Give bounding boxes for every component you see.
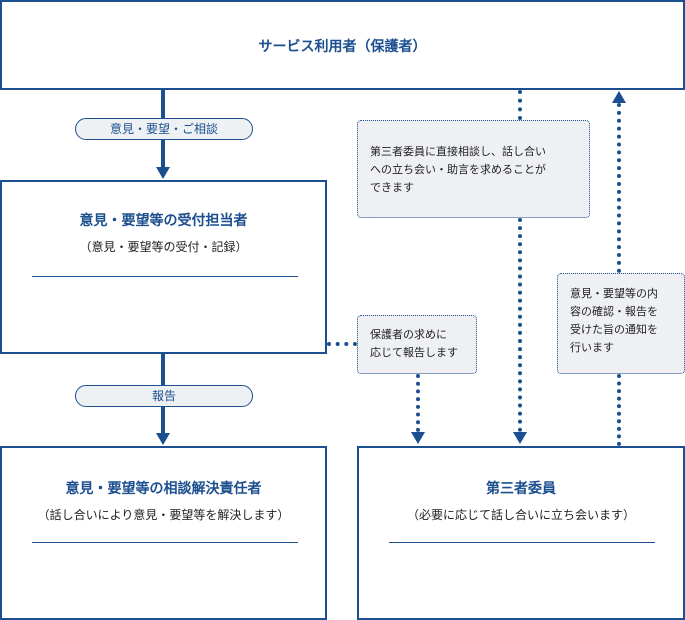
dotted-line-guardian-vertical xyxy=(416,374,420,432)
note-notice-line3: 受けた旨の通知を xyxy=(570,323,658,336)
service-user-box: サービス利用者（保護者） xyxy=(0,0,685,90)
arrow-to-resolution xyxy=(156,433,170,445)
third-party-divider xyxy=(389,542,655,543)
note-notice-line1: 意見・要望等の内 xyxy=(570,287,658,300)
report-pill: 報告 xyxy=(75,385,253,407)
third-party-title: 第三者委員 xyxy=(486,481,556,497)
note-notice: 意見・要望等の内 容の確認・報告を 受けた旨の通知を 行います xyxy=(557,273,685,374)
resolution-title: 意見・要望等の相談解決責任者 xyxy=(65,481,262,497)
note-guardian-line2: 応じて報告します xyxy=(370,346,458,359)
reception-box: 意見・要望等の受付担当者 （意見・要望等の受付・記録） xyxy=(0,180,327,354)
note-notice-line4: 行います xyxy=(570,341,614,354)
arrow-to-reception xyxy=(156,167,170,179)
resolution-box: 意見・要望等の相談解決責任者 （話し合いにより意見・要望等を解決します） xyxy=(0,446,327,620)
reception-subtitle: （意見・要望等の受付・記録） xyxy=(79,240,248,254)
dotted-line-notice-top xyxy=(617,103,621,273)
note-direct-consult-line2: への立ち会い・助言を求めることが xyxy=(370,163,546,176)
reception-title: 意見・要望等の受付担当者 xyxy=(79,213,248,229)
note-notice-line2: 容の確認・報告を xyxy=(570,305,658,318)
dotted-line-notice-bottom xyxy=(617,374,621,446)
resolution-subtitle: （話し合いにより意見・要望等を解決します） xyxy=(37,508,290,522)
consult-pill: 意見・要望・ご相談 xyxy=(75,118,253,140)
arrow-notice xyxy=(612,91,626,103)
note-guardian-line1: 保護者の求めに xyxy=(370,328,447,341)
dotted-line-guardian-horizontal xyxy=(327,342,357,346)
dotted-line-direct-consult-bottom xyxy=(518,218,522,432)
service-user-title: サービス利用者（保護者） xyxy=(258,39,427,55)
third-party-box: 第三者委員 （必要に応じて話し合いに立ち会います） xyxy=(357,446,685,620)
arrow-direct-consult xyxy=(513,432,527,444)
reception-divider xyxy=(32,276,298,277)
note-direct-consult: 第三者委員に直接相談し、話し合い への立ち会い・助言を求めることが できます xyxy=(357,120,590,218)
arrow-guardian-request xyxy=(411,432,425,444)
note-direct-consult-line1: 第三者委員に直接相談し、話し合い xyxy=(370,145,546,158)
third-party-subtitle: （必要に応じて話し合いに立ち会います） xyxy=(406,508,635,522)
note-guardian-request: 保護者の求めに 応じて報告します xyxy=(357,315,477,374)
dotted-line-direct-consult-top xyxy=(518,90,522,120)
note-direct-consult-line3: できます xyxy=(370,181,414,194)
resolution-divider xyxy=(32,542,298,543)
